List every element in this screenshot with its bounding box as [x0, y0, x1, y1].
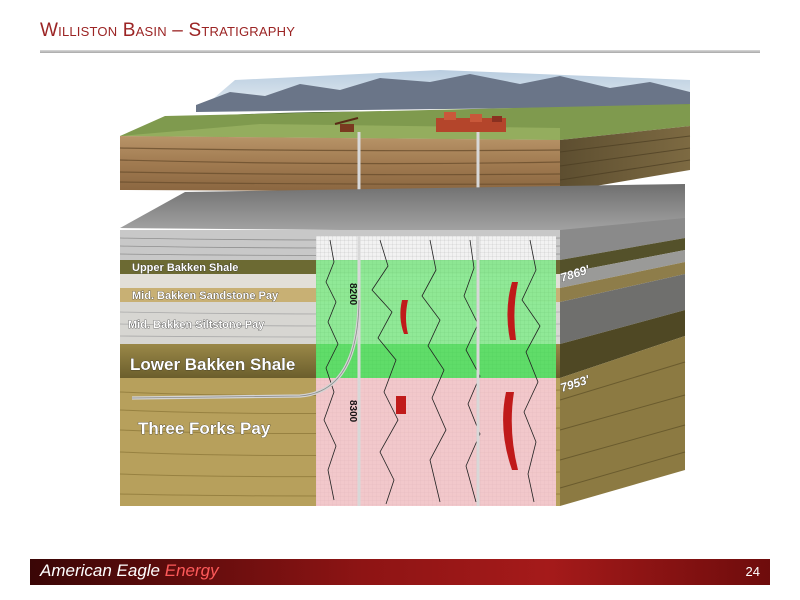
brand-primary: American Eagle — [40, 561, 161, 580]
log-trace-1 — [323, 239, 339, 501]
log-depth-lower: 8300 — [347, 400, 358, 423]
log-trace-3 — [421, 239, 447, 503]
wellbore-upper — [357, 132, 480, 192]
surface-block — [119, 70, 691, 192]
drilling-rig-icon — [436, 112, 506, 132]
footer-bar: American Eagle Energy 24 — [30, 559, 770, 585]
well-log-panel — [316, 236, 556, 506]
log-trace-2 — [371, 239, 399, 505]
label-mid-bakken-sandstone: Mid. Bakken Sandstone Pay — [132, 290, 279, 302]
label-upper-bakken-shale: Upper Bakken Shale — [132, 262, 238, 274]
log-trace-5 — [521, 239, 541, 503]
company-logo: American Eagle Energy — [40, 561, 219, 581]
label-mid-bakken-siltstone: Mid. Bakken Siltstone Pay — [128, 319, 265, 331]
slide-title: Williston Basin – Stratigraphy — [40, 20, 296, 41]
formation-top-surface — [120, 184, 685, 232]
log-fill-right — [507, 282, 518, 340]
page-number: 24 — [745, 564, 760, 579]
pay-zone-green-bright — [316, 344, 556, 378]
log-trace-4 — [463, 239, 481, 503]
brand-accent: Energy — [164, 561, 219, 580]
label-lower-bakken-shale: Lower Bakken Shale — [130, 355, 295, 374]
label-three-forks: Three Forks Pay — [138, 419, 271, 438]
formation-side-face — [559, 218, 686, 506]
log-depth-upper: 8200 — [347, 283, 358, 306]
title-divider — [40, 50, 760, 53]
log-fill-left-lower — [396, 396, 406, 414]
log-fill-left — [400, 300, 408, 334]
pump-jack-icon — [334, 117, 359, 132]
mountains — [196, 74, 690, 112]
log-fill-right-lower — [503, 392, 518, 470]
